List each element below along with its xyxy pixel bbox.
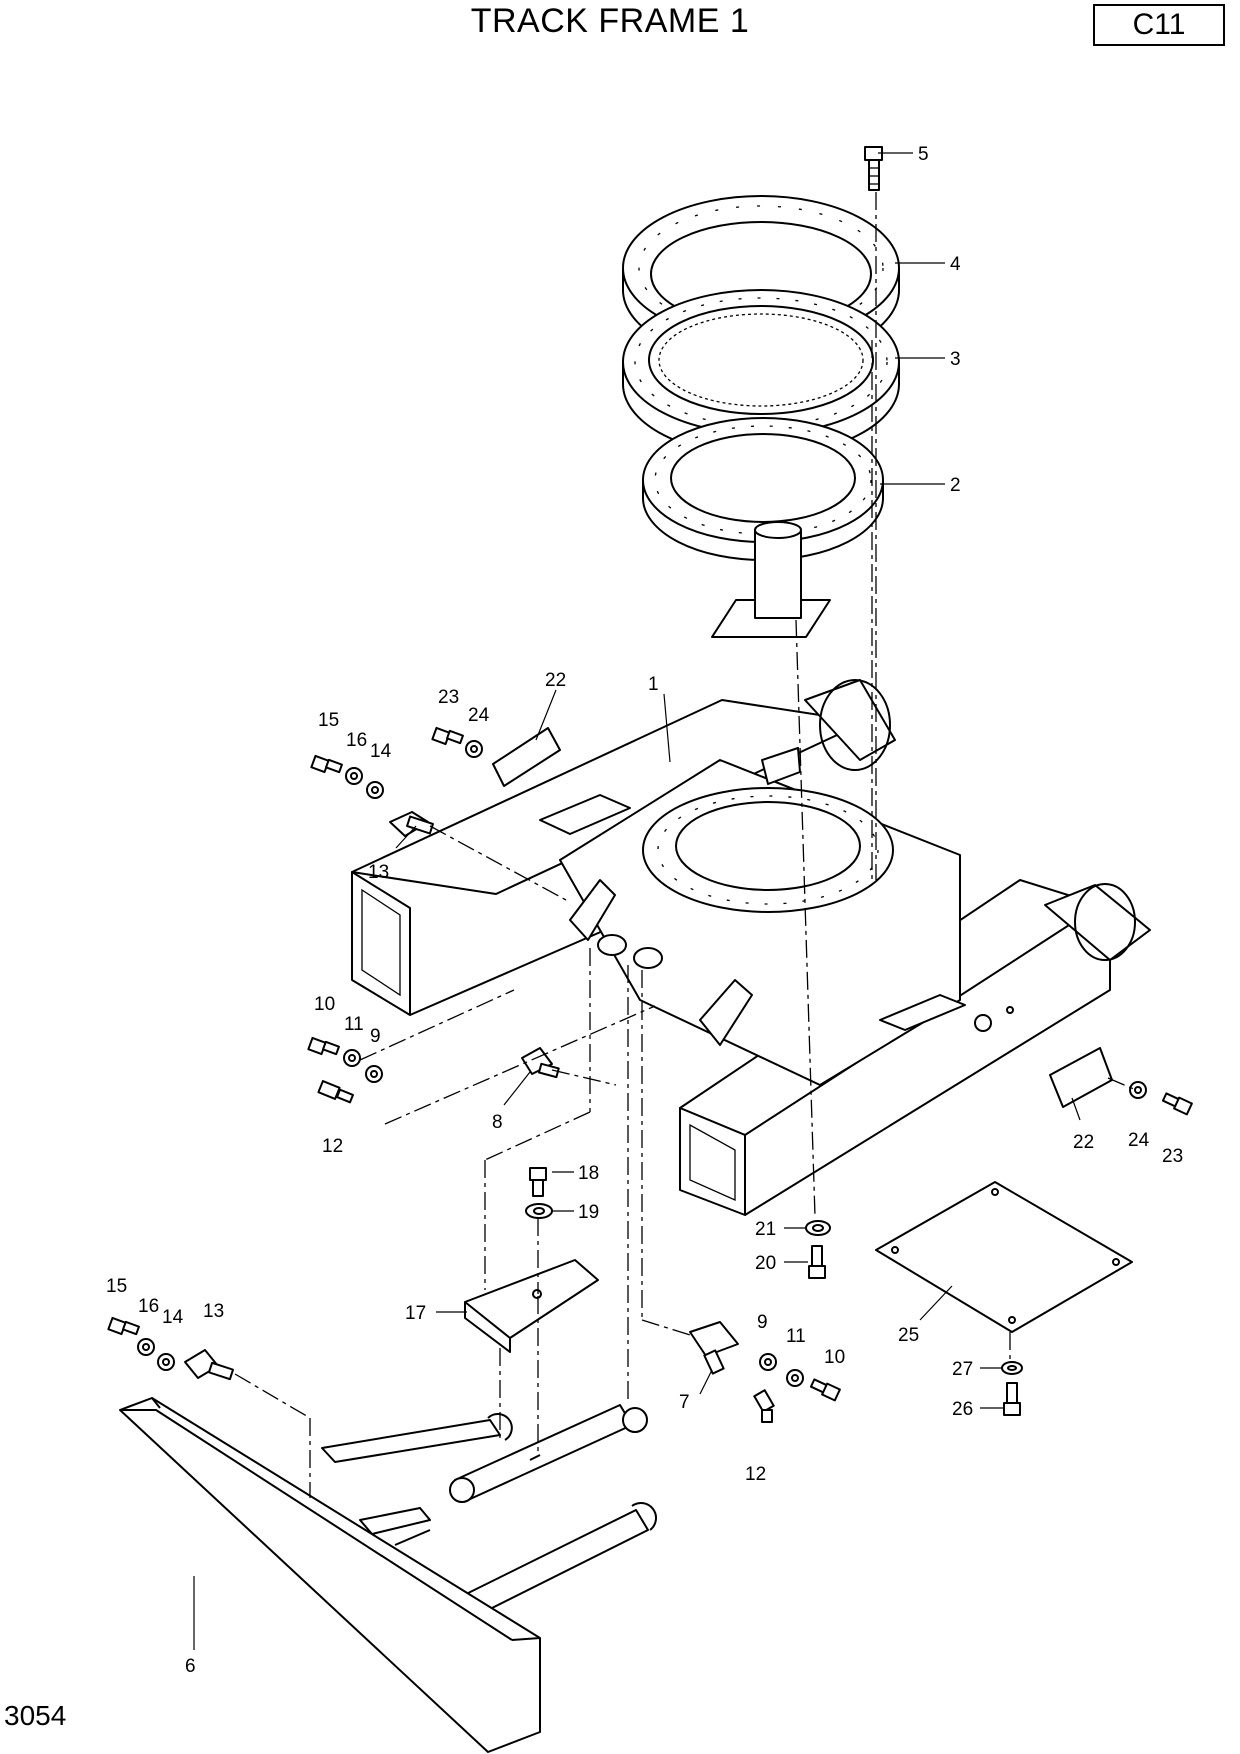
part-25-cover-plate — [875, 1181, 1133, 1333]
callout-23-right: 23 — [1162, 1146, 1183, 1167]
center-swivel-column — [711, 521, 831, 638]
assembly-lines — [234, 192, 1137, 1498]
section-code-box: C11 — [1093, 4, 1225, 46]
part-22-cover-plate-right — [1049, 1047, 1113, 1108]
callout-10-upper: 10 — [314, 994, 335, 1015]
callout-7: 7 — [679, 1392, 690, 1413]
part-6-dozer-blade — [119, 1397, 657, 1753]
callout-1: 1 — [648, 674, 659, 695]
callout-22-upper: 22 — [545, 670, 566, 691]
callout-22-right: 22 — [1073, 1132, 1094, 1153]
callout-9-lower: 9 — [757, 1312, 768, 1333]
callout-13-upper: 13 — [368, 862, 389, 883]
callout-11-upper: 11 — [344, 1014, 364, 1035]
callout-25: 25 — [898, 1325, 919, 1346]
callout-4: 4 — [950, 254, 961, 275]
callout-12-lower: 12 — [745, 1464, 766, 1485]
callout-12-upper: 12 — [322, 1136, 343, 1157]
callout-15-upper: 15 — [318, 710, 339, 731]
callout-labels: 5 4 3 2 1 22 23 24 15 16 14 13 10 11 9 8… — [106, 144, 1183, 1677]
callout-15-lower: 15 — [106, 1276, 127, 1297]
page-title: TRACK FRAME 1 — [470, 2, 750, 40]
callout-26: 26 — [952, 1399, 973, 1420]
callout-6: 6 — [185, 1656, 196, 1677]
callout-24-right: 24 — [1128, 1130, 1150, 1151]
leader-lines — [193, 152, 1081, 1650]
callout-8: 8 — [492, 1112, 503, 1133]
blade-cylinder — [449, 1404, 648, 1503]
callout-21: 21 — [755, 1219, 776, 1240]
callout-10-lower: 10 — [824, 1347, 845, 1368]
part-1-track-frame — [351, 679, 1151, 1216]
part-3-slewing-ring — [622, 289, 900, 457]
callout-17: 17 — [405, 1303, 426, 1324]
callout-20: 20 — [755, 1253, 776, 1274]
document-number: 3054 — [4, 1700, 67, 1731]
callout-24-upper: 24 — [468, 705, 490, 726]
fasteners-group — [107, 726, 1193, 1423]
callout-14-upper: 14 — [370, 741, 392, 762]
callout-13-lower: 13 — [203, 1301, 224, 1322]
callout-18: 18 — [578, 1163, 599, 1184]
callout-27: 27 — [952, 1359, 973, 1380]
callout-5: 5 — [918, 144, 929, 165]
callout-16-upper: 16 — [346, 730, 367, 751]
callout-19: 19 — [578, 1202, 599, 1223]
callout-9-upper: 9 — [370, 1026, 381, 1047]
callout-2: 2 — [950, 475, 961, 496]
callout-3: 3 — [950, 349, 961, 370]
callout-23-upper: 23 — [438, 687, 459, 708]
callout-16-lower: 16 — [138, 1296, 159, 1317]
callout-14-lower: 14 — [162, 1307, 184, 1328]
callout-11-lower: 11 — [786, 1326, 806, 1347]
part-22-cover-plate-upper — [492, 727, 561, 787]
